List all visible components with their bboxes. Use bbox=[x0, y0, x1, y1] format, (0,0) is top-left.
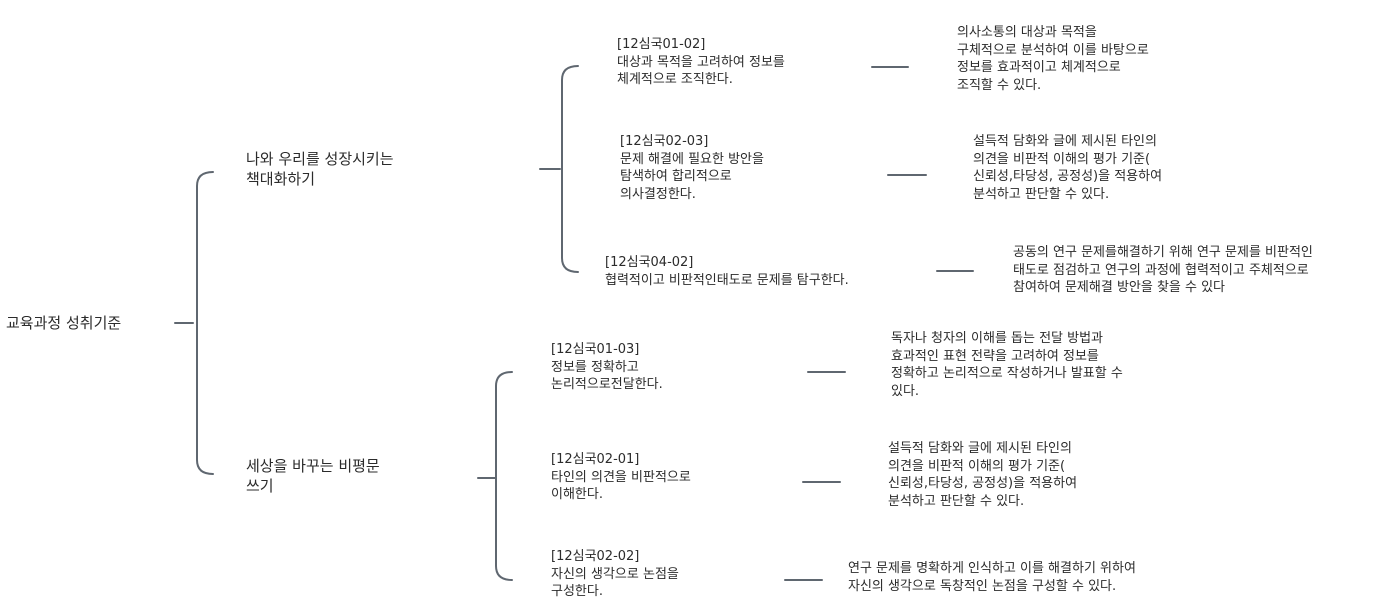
branch-1-standard-3: [12심국04-02] 협력적이고 비판적인태도로 문제를 탐구한다. bbox=[605, 255, 849, 288]
branch-1-detail-3: 공동의 연구 문제를해결하기 위해 연구 문제를 비판적인 태도로 점검하고 연… bbox=[1013, 245, 1313, 296]
branch-2-detail-1: 독자나 청자의 이해를 돕는 전달 방법과 효과적인 표현 전략을 고려하여 정… bbox=[891, 331, 1123, 400]
branch-1-detail-1: 의사소통의 대상과 목적을 구체적으로 분석하여 이를 바탕으로 정보를 효과적… bbox=[957, 25, 1149, 94]
branch-1-standard-1: [12심국01-02] 대상과 목적을 고려하여 정보를 체계적으로 조직한다. bbox=[617, 37, 785, 88]
branch-bracket bbox=[196, 171, 214, 475]
branch-2-detail-2: 설득적 담화와 글에 제시된 타인의 의견을 비판적 이해의 평가 기준( 신뢰… bbox=[888, 441, 1078, 510]
branch-2-standard-3: [12심국02-02] 자신의 생각으로 논점을 구성한다. bbox=[551, 549, 679, 600]
branch-2-standard-1: [12심국01-03] 정보를 정확하고 논리적으로전달한다. bbox=[551, 342, 663, 393]
branch-2-bracket bbox=[495, 371, 513, 581]
root-node: 교육과정 성취기준 bbox=[6, 314, 122, 332]
branch-1-title: 나와 우리를 성장시키는 책대화하기 bbox=[246, 150, 394, 188]
branch-1-detail-2: 설득적 담화와 글에 제시된 타인의 의견을 비판적 이해의 평가 기준( 신뢰… bbox=[973, 134, 1163, 203]
branch-1-standard-2: [12심국02-03] 문제 해결에 필요한 방안을 탐색하여 합리적으로 의사… bbox=[620, 134, 764, 203]
branch-2-title: 세상을 바꾸는 비평문 쓰기 bbox=[246, 457, 380, 495]
branch-2-detail-3: 연구 문제를 명확하게 인식하고 이를 해결하기 위하여 자신의 생각으로 독창… bbox=[848, 561, 1136, 594]
branch-2-standard-2: [12심국02-01] 타인의 의견을 비판적으로 이해한다. bbox=[551, 452, 691, 503]
branch-1-bracket bbox=[561, 65, 579, 273]
